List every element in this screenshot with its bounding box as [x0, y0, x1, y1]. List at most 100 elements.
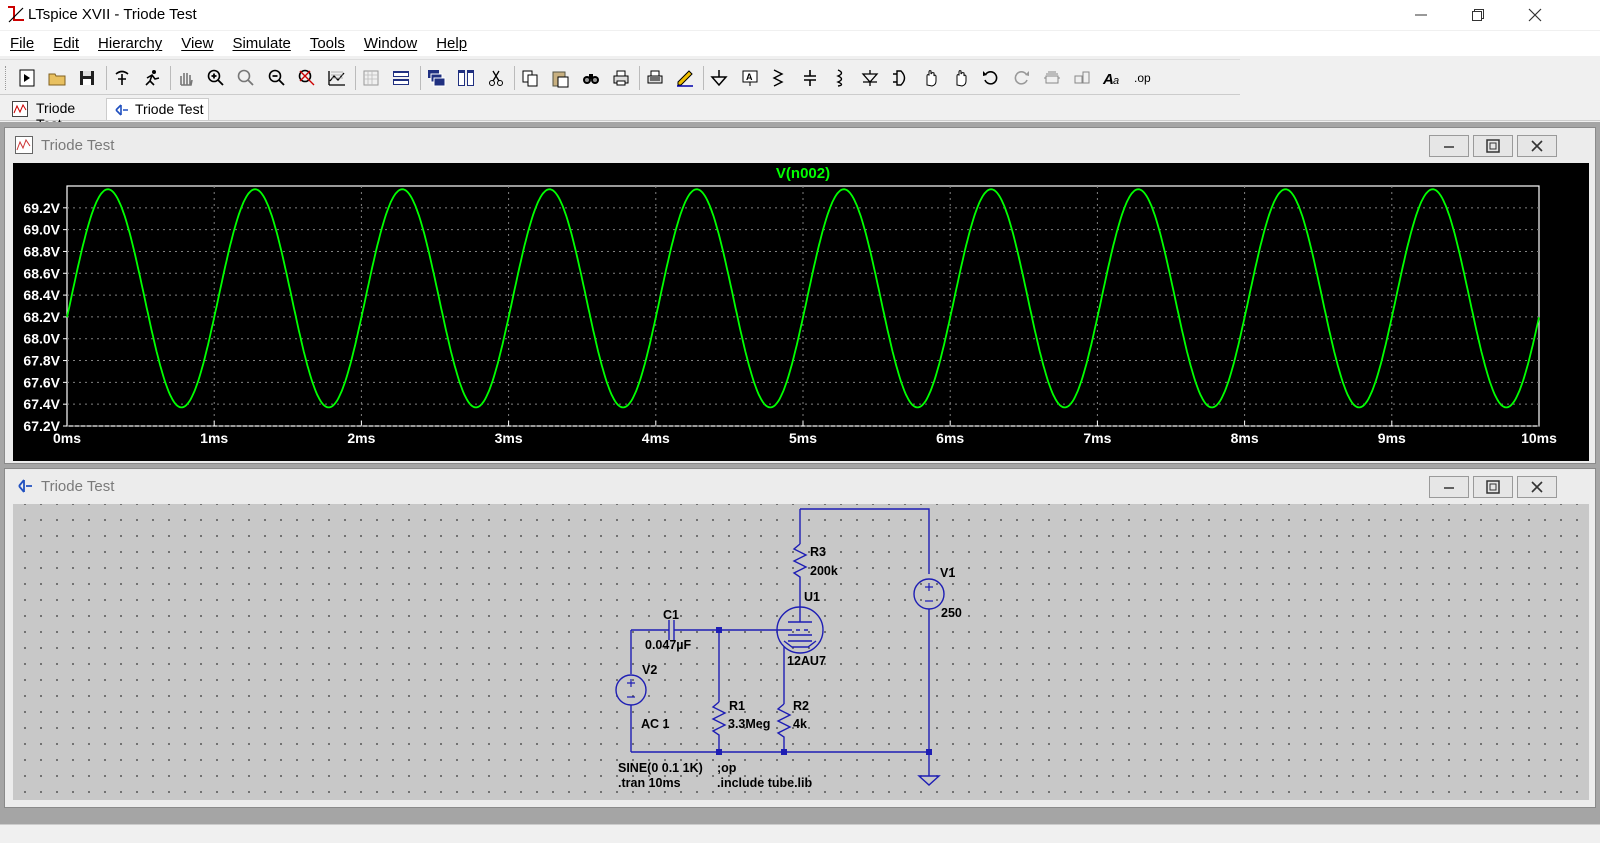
- tile-horizontal-icon: [393, 71, 410, 85]
- menu-simulate[interactable]: Simulate: [232, 35, 291, 52]
- control-panel-button[interactable]: [109, 66, 135, 90]
- spice-directive-button[interactable]: .op: [1129, 66, 1155, 90]
- zoom-out-button[interactable]: [264, 66, 290, 90]
- toolbar-separator: [170, 66, 171, 90]
- mirror-button[interactable]: [1069, 66, 1095, 90]
- svg-text:.op: .op: [1134, 71, 1151, 85]
- redo-icon: [1015, 71, 1030, 85]
- undo-button[interactable]: [978, 66, 1004, 90]
- y-tick-label: 67.6V: [23, 374, 60, 390]
- copy-icon: [522, 70, 538, 87]
- print-preview-button[interactable]: [642, 66, 668, 90]
- child-minimize-button[interactable]: [1429, 476, 1469, 498]
- minimize-icon: [1415, 14, 1427, 16]
- run-icon: [145, 70, 159, 86]
- r2-name: R2: [793, 699, 809, 713]
- label-button[interactable]: A: [737, 66, 763, 90]
- y-tick-label: 68.8V: [23, 243, 60, 259]
- tab-schematic[interactable]: Triode Test: [106, 98, 209, 120]
- paste-button[interactable]: [547, 66, 573, 90]
- toolbar-grip[interactable]: [5, 66, 8, 90]
- minimize-button[interactable]: [1398, 0, 1444, 30]
- resistor-r3[interactable]: [792, 543, 808, 600]
- resistor-r2[interactable]: [776, 703, 792, 752]
- ground-button[interactable]: [706, 66, 732, 90]
- zoom-in-button[interactable]: [203, 66, 229, 90]
- menu-window[interactable]: Window: [363, 35, 418, 52]
- waveform-window-titlebar[interactable]: Triode Test: [5, 128, 1595, 162]
- menu-file[interactable]: File: [10, 35, 35, 52]
- autorange-icon: [328, 71, 345, 86]
- move-button[interactable]: [918, 66, 944, 90]
- c1-name: C1: [663, 608, 679, 622]
- new-schematic-icon: [19, 69, 35, 87]
- zoom-fit-button[interactable]: [294, 66, 320, 90]
- inductor-button[interactable]: [827, 66, 853, 90]
- print-icon: [613, 70, 629, 86]
- tile-vertical-button[interactable]: [453, 66, 479, 90]
- restore-button[interactable]: [1455, 0, 1501, 30]
- x-tick-label: 7ms: [1083, 430, 1111, 446]
- child-close-button[interactable]: [1517, 476, 1557, 498]
- save-button[interactable]: [74, 66, 100, 90]
- open-button[interactable]: [44, 66, 70, 90]
- child-maximize-button[interactable]: [1473, 476, 1513, 498]
- print-button[interactable]: [608, 66, 634, 90]
- grid-button[interactable]: [358, 66, 384, 90]
- x-tick-label: 5ms: [789, 430, 817, 446]
- child-close-button[interactable]: [1517, 135, 1557, 157]
- resistor-r1[interactable]: [711, 701, 727, 752]
- redo-button[interactable]: [1008, 66, 1034, 90]
- child-minimize-button[interactable]: [1429, 135, 1469, 157]
- menu-help[interactable]: Help: [436, 35, 468, 52]
- capacitor-c1[interactable]: [631, 620, 719, 640]
- find-icon: [582, 74, 599, 84]
- directive-tran[interactable]: .tran 10ms: [618, 776, 681, 790]
- tile-horizontal-button[interactable]: [388, 66, 414, 90]
- menu-view[interactable]: View: [181, 35, 214, 52]
- tab-waveform[interactable]: Triode Test: [4, 98, 104, 132]
- schematic-drawing[interactable]: R3 200k U1 12AU7 V1 250 C1 0.047µF V2 AC…: [13, 504, 1589, 800]
- toolbar-separator: [105, 66, 107, 90]
- menu-tools[interactable]: Tools: [309, 35, 345, 52]
- menu-hierarchy[interactable]: Hierarchy: [98, 35, 163, 52]
- diode-button[interactable]: [857, 66, 883, 90]
- child-maximize-button[interactable]: [1473, 135, 1513, 157]
- find-button[interactable]: [578, 66, 604, 90]
- zoom-area-button[interactable]: [233, 66, 259, 90]
- resistor-button[interactable]: [767, 66, 793, 90]
- u1-name: U1: [804, 590, 820, 604]
- rotate-button[interactable]: [1039, 66, 1065, 90]
- menu-edit[interactable]: Edit: [53, 35, 80, 52]
- new-schematic-button[interactable]: [14, 66, 40, 90]
- copy-button[interactable]: [517, 66, 543, 90]
- ground-symbol[interactable]: [917, 752, 941, 786]
- schematic-icon: [115, 104, 128, 116]
- wire[interactable]: [800, 508, 930, 574]
- ground-icon: [710, 70, 729, 87]
- drag-button[interactable]: [948, 66, 974, 90]
- wire-button[interactable]: [672, 66, 698, 90]
- directive-include[interactable]: .include tube.lib: [717, 776, 813, 790]
- directive-sine[interactable]: SINE(0 0.1 1K): [618, 761, 703, 775]
- halt-button[interactable]: [173, 66, 199, 90]
- cascade-button[interactable]: [423, 66, 449, 90]
- grid-icon: [363, 70, 379, 86]
- x-tick-label: 6ms: [936, 430, 964, 446]
- label-icon: A: [742, 70, 758, 86]
- schematic-canvas[interactable]: R3 200k U1 12AU7 V1 250 C1 0.047µF V2 AC…: [13, 504, 1589, 800]
- zoom-out-icon: [268, 69, 285, 86]
- close-button[interactable]: [1512, 0, 1558, 30]
- component-button[interactable]: [888, 66, 914, 90]
- plot-trace-title: V(n002): [776, 165, 830, 182]
- run-button[interactable]: [139, 66, 165, 90]
- cut-button[interactable]: [483, 66, 509, 90]
- schematic-window-titlebar[interactable]: Triode Test: [5, 469, 1595, 503]
- directive-op[interactable]: ;op: [717, 761, 737, 775]
- capacitor-button[interactable]: [797, 66, 823, 90]
- autorange-button[interactable]: [324, 66, 350, 90]
